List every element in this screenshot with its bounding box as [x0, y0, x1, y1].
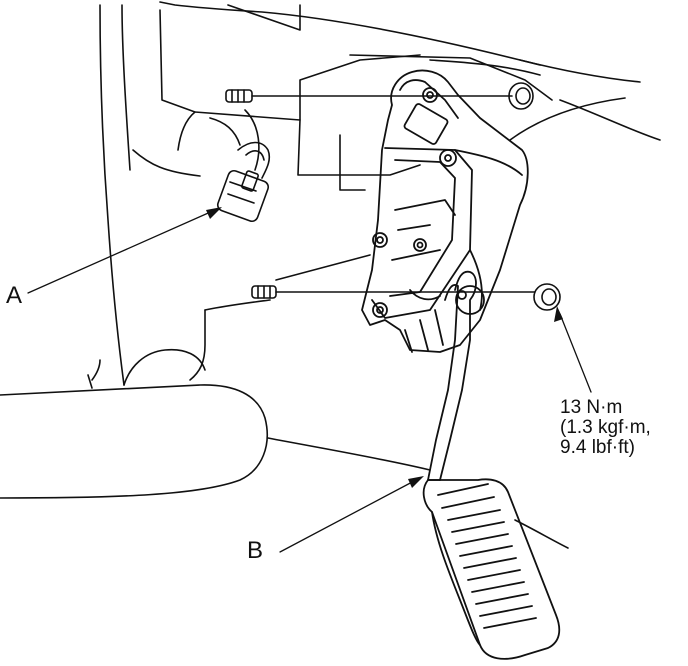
torque-spec-line-1: 13 N·m — [560, 397, 623, 418]
lower-flange-nut — [533, 283, 561, 311]
torque-spec-line-2: (1.3 kgf·m, — [560, 416, 651, 438]
torque-spec-line-3: 9.4 lbf·ft) — [560, 436, 635, 458]
leader-torque — [559, 313, 592, 393]
torque-spec: 13 N·m (1.3 kgf·m, 9.4 lbf·ft) — [560, 398, 651, 458]
pedal-pad — [422, 478, 561, 660]
callout-b-label: B — [247, 537, 264, 564]
leader-b — [279, 479, 417, 553]
upper-stud-bolt — [225, 89, 513, 103]
lower-stud-bolt — [251, 254, 536, 299]
leader-a — [27, 209, 216, 294]
dashboard-structure — [0, 1, 661, 549]
upper-flange-nut — [508, 82, 534, 110]
callout-a-label: A — [6, 282, 23, 309]
harness-connector — [216, 141, 271, 223]
pedal-bracket-assembly — [361, 69, 529, 353]
leader-lines — [27, 207, 592, 553]
